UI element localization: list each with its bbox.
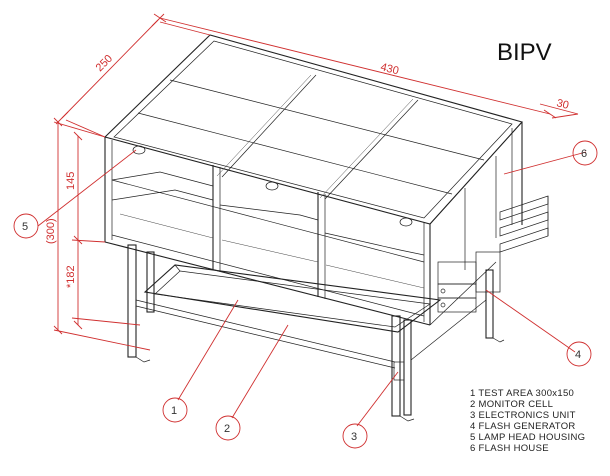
- legend-item-4: 4 FLASH GENERATOR: [470, 421, 576, 432]
- legend-item-3: 3 ELECTRONICS UNIT: [470, 410, 576, 421]
- callout-3: 3: [342, 423, 368, 449]
- dim-total-height: (300): [45, 218, 57, 244]
- front-frame: [104, 137, 431, 326]
- dim-width: 430: [379, 61, 400, 77]
- table-frame: [127, 244, 505, 422]
- svg-text:1: 1: [171, 405, 177, 417]
- callout-1: 1: [162, 397, 188, 423]
- svg-text:2: 2: [224, 423, 230, 435]
- callout-6: 6: [572, 140, 598, 166]
- dim-lower-height: *182: [65, 265, 77, 288]
- callout-4: 4: [566, 341, 592, 367]
- svg-text:5: 5: [22, 221, 28, 233]
- flash-generator: [437, 251, 501, 313]
- side-frame: [429, 121, 523, 326]
- drawing-title: BIPV: [497, 39, 552, 66]
- legend-item-6: 6 FLASH HOUSE: [470, 443, 549, 454]
- dim-offset: 30: [555, 97, 570, 112]
- dimension-lines: [53, 13, 579, 351]
- svg-text:3: 3: [351, 431, 357, 443]
- callout-5: 5: [13, 213, 39, 239]
- dim-upper-height: 145: [65, 172, 77, 190]
- legend-item-1: 1 TEST AREA 300x150: [470, 388, 574, 399]
- roof-frame: [103, 34, 524, 225]
- legend: 1 TEST AREA 300x150 2 MONITOR CELL 3 ELE…: [470, 388, 585, 454]
- callout-2: 2: [215, 415, 241, 441]
- electronics-unit: [393, 361, 405, 381]
- callout-leaders: [37, 149, 587, 427]
- flash-house: [499, 195, 549, 253]
- legend-item-5: 5 LAMP HEAD HOUSING: [470, 432, 585, 443]
- dim-depth: 250: [94, 53, 115, 74]
- svg-text:4: 4: [575, 349, 581, 361]
- lamp-heads: [132, 145, 413, 227]
- legend-item-2: 2 MONITOR CELL: [470, 399, 553, 410]
- svg-text:6: 6: [581, 148, 587, 160]
